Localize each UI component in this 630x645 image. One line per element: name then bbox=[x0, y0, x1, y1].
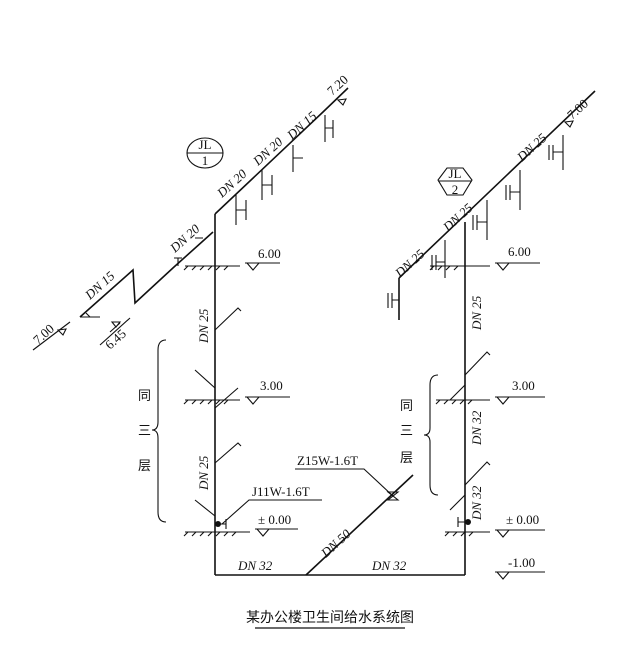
elevation-base: -1.00 bbox=[508, 555, 535, 570]
elevation-mark-icon bbox=[56, 328, 67, 336]
pipe-label: DN 32 bbox=[469, 410, 484, 446]
pipe-label: DN 50 bbox=[317, 526, 354, 561]
pipe-label: DN 25 bbox=[196, 455, 211, 491]
floor-lines bbox=[183, 265, 490, 537]
jl1-tag-top: JL bbox=[199, 137, 212, 152]
pipe-label: DN 32 bbox=[371, 558, 407, 573]
elevation-mark-icon bbox=[255, 528, 298, 537]
note-char: 同 bbox=[138, 389, 151, 404]
leader-line bbox=[221, 499, 322, 525]
diagram-title: 某办公楼卫生间给水系统图 bbox=[246, 610, 414, 626]
elevation-3: 3.00 bbox=[260, 378, 283, 393]
note-char: 三 bbox=[138, 424, 151, 439]
elevation-label: 7.20 bbox=[324, 72, 351, 98]
jl1-upper-branch bbox=[214, 87, 349, 215]
leader-line bbox=[295, 468, 394, 497]
jl1-tag-bottom: 1 bbox=[202, 153, 209, 168]
pipe-label: DN 32 bbox=[237, 558, 273, 573]
elevation-mark-icon bbox=[245, 262, 280, 271]
elevation-label: 6.45 bbox=[102, 326, 129, 352]
note-char: 三 bbox=[400, 424, 413, 439]
elevation-mark-icon bbox=[109, 321, 122, 333]
check-valve-icon bbox=[386, 491, 400, 501]
elevation-mark-icon bbox=[495, 262, 540, 271]
pipe-label: DN 25 bbox=[391, 246, 428, 281]
pipe-label: DN 25 bbox=[196, 308, 211, 344]
jl2-tag-bottom: 2 bbox=[452, 182, 459, 197]
bottom-main: DN 32 DN 32 DN 50 Z15W-1.6T J11W-1.6T bbox=[215, 453, 471, 576]
elevation-mark-icon bbox=[495, 571, 545, 580]
gate-valve-label: J11W-1.6T bbox=[252, 484, 310, 499]
elevation-mark-icon bbox=[495, 529, 545, 538]
elevation-6-jl2: 6.00 bbox=[508, 244, 531, 259]
elevation-6: 6.00 bbox=[258, 246, 281, 261]
pipe-label: DN 15 bbox=[283, 108, 320, 143]
elevation-3-jl2: 3.00 bbox=[512, 378, 535, 393]
elevation-line bbox=[32, 321, 71, 351]
elevation-line bbox=[99, 317, 131, 346]
pipe-label: DN 15 bbox=[81, 268, 118, 303]
pipe-label: DN 25 bbox=[469, 295, 484, 331]
check-valve-label: Z15W-1.6T bbox=[297, 453, 358, 468]
tap-icon bbox=[174, 237, 203, 266]
pipe-label: DN 32 bbox=[469, 485, 484, 521]
fixture-icon bbox=[387, 135, 564, 308]
jl1-lower-branch bbox=[79, 231, 214, 318]
elevation-mark-icon bbox=[336, 98, 347, 106]
elevation-0-jl2: ± 0.00 bbox=[506, 512, 539, 527]
jl2-system: JL 2 DN 25 DN 25 DN 25 DN 25 DN 32 DN 32… bbox=[387, 90, 596, 575]
pipe-label: DN 20 bbox=[213, 166, 250, 201]
note-char: 同 bbox=[400, 399, 413, 414]
branch-stub bbox=[449, 351, 491, 511]
brace-icon bbox=[151, 339, 167, 523]
elevation-0: ± 0.00 bbox=[258, 512, 291, 527]
note-char: 层 bbox=[138, 459, 151, 474]
fixture-icon bbox=[235, 115, 334, 225]
note-char: 层 bbox=[400, 451, 413, 466]
branch-stub bbox=[194, 307, 242, 517]
elevation-mark-icon bbox=[495, 396, 545, 405]
brace-icon bbox=[423, 374, 439, 496]
floor-elevations: 6.00 3.00 ± 0.00 6.00 3.00 ± 0.00 -1.00 bbox=[245, 244, 545, 580]
same-three-floors-note: 同 三 层 同 三 层 bbox=[138, 339, 439, 523]
elevation-mark-icon bbox=[245, 396, 290, 405]
jl2-tag-top: JL bbox=[449, 166, 462, 181]
elevation-label: 7.00 bbox=[30, 321, 57, 347]
elevation-mark-icon bbox=[563, 120, 574, 128]
pipe-label: DN 25 bbox=[513, 130, 550, 165]
tap-icon bbox=[80, 312, 100, 318]
jl2-branch bbox=[398, 90, 596, 279]
pipe-label: DN 25 bbox=[439, 200, 476, 235]
jl2-tag-icon bbox=[437, 167, 473, 196]
